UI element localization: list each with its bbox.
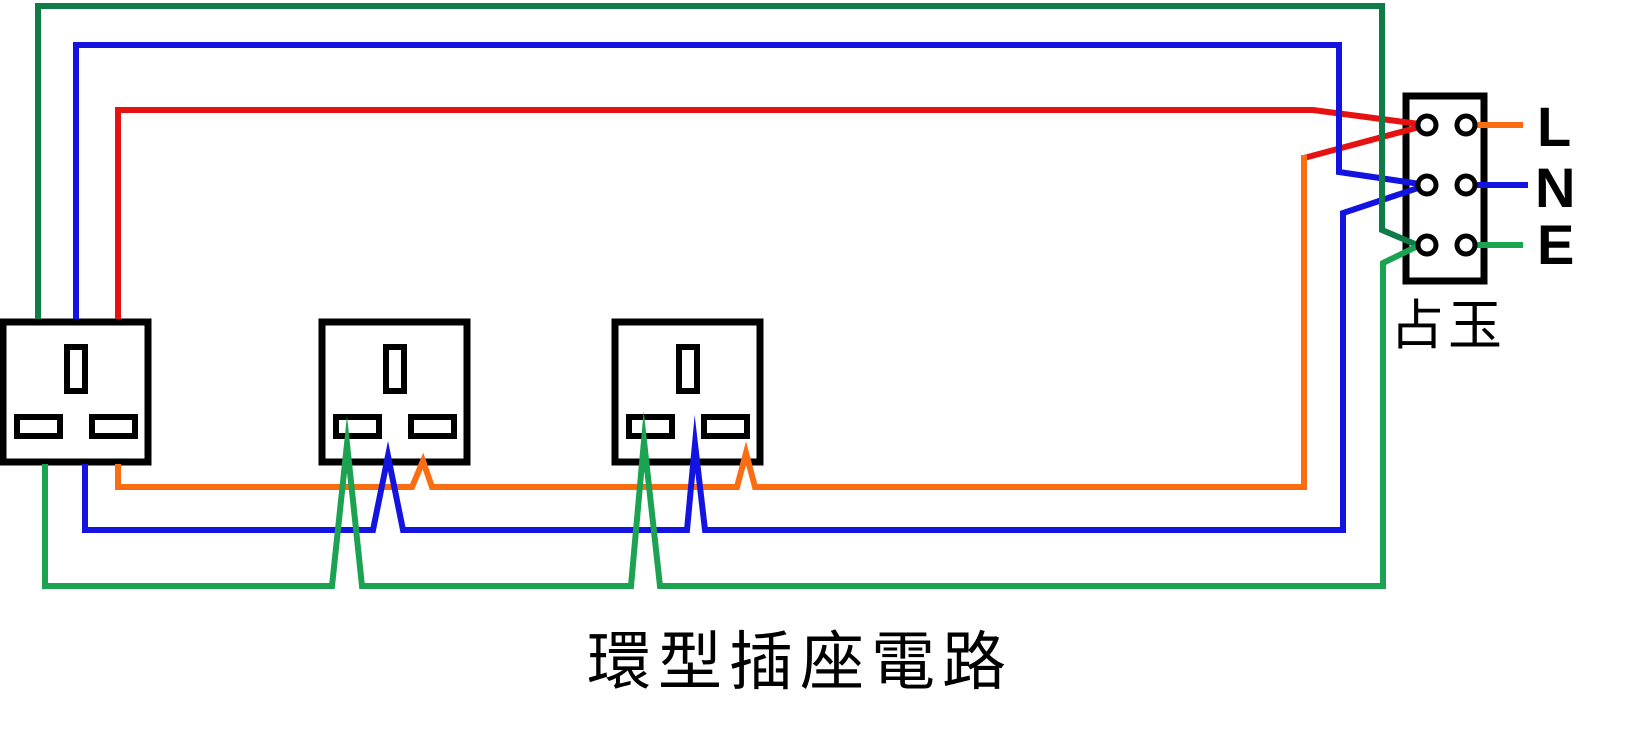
terminal-hole-neutral-left xyxy=(1415,173,1439,197)
socket-outlet-3 xyxy=(611,318,764,466)
neutral-feed-wire xyxy=(73,42,1428,319)
earth-slot xyxy=(64,344,88,394)
neutral-slot xyxy=(626,414,675,439)
terminal-hole-earth-right xyxy=(1454,233,1478,257)
live-junction-wire xyxy=(1303,122,1428,161)
earth-slot xyxy=(676,344,700,394)
earth-terminal-label: E xyxy=(1537,213,1574,276)
earth-slot xyxy=(383,344,407,394)
terminal-block-caption: 占玉 xyxy=(1390,296,1506,356)
terminal-hole-neutral-right xyxy=(1454,173,1478,197)
live-slot xyxy=(701,414,750,439)
neutral-terminal-label: N xyxy=(1535,156,1575,219)
neutral-slot xyxy=(333,414,382,439)
terminal-hole-live-right xyxy=(1454,113,1478,137)
terminal-holes xyxy=(1415,113,1478,257)
live-feed-wire xyxy=(115,107,1428,319)
socket-outlet-1 xyxy=(0,318,152,466)
earth-feed-wire xyxy=(35,3,1431,319)
earth-return-wire xyxy=(42,238,1430,589)
neutral-slot xyxy=(14,414,63,439)
socket-outlet-2 xyxy=(318,318,471,466)
terminal-hole-live-left xyxy=(1415,113,1439,137)
live-slot xyxy=(89,414,138,439)
live-return-wire xyxy=(115,155,1307,490)
live-slot xyxy=(408,414,457,439)
live-terminal-label: L xyxy=(1537,95,1571,158)
terminal-hole-earth-left xyxy=(1415,233,1439,257)
neutral-return-wire xyxy=(82,182,1428,533)
diagram-title: 環型插座電路 xyxy=(587,627,1013,698)
